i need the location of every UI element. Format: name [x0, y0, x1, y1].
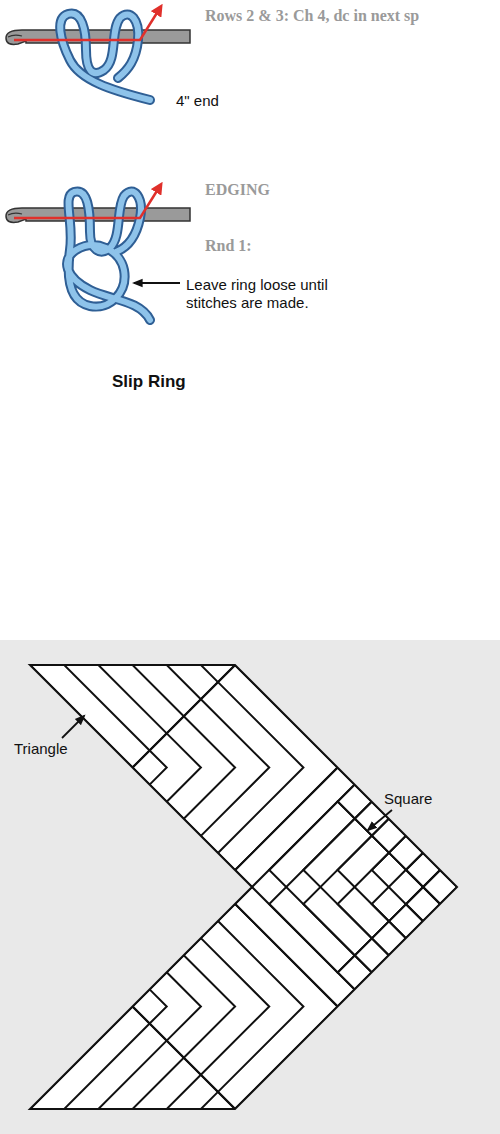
pattern-heading: EDGING	[205, 180, 270, 199]
part-label: Square	[384, 790, 432, 808]
motion-arrow	[14, 186, 160, 218]
pattern-text: Rnd 1:	[205, 236, 252, 255]
leader-arrow	[134, 282, 180, 284]
chevron-diagram	[0, 357, 500, 1134]
crochet-hook	[6, 30, 190, 44]
part-label: Triangle	[14, 740, 68, 758]
leader-arrow	[62, 716, 84, 738]
motion-arrow	[14, 8, 160, 40]
chevron-outline	[30, 665, 457, 1109]
callout-label: Leave ring loose until stitches are made…	[186, 276, 366, 312]
figure-caption: Slip Ring	[112, 372, 186, 392]
yarn-ring	[67, 192, 150, 320]
leader-arrow	[368, 810, 392, 830]
pattern-text: Rows 2 & 3: Ch 4, dc in next sp	[205, 6, 419, 25]
crochet-hook	[6, 208, 190, 222]
panel	[0, 640, 500, 1134]
callout-label: 4" end	[176, 92, 219, 110]
yarn	[60, 13, 150, 100]
